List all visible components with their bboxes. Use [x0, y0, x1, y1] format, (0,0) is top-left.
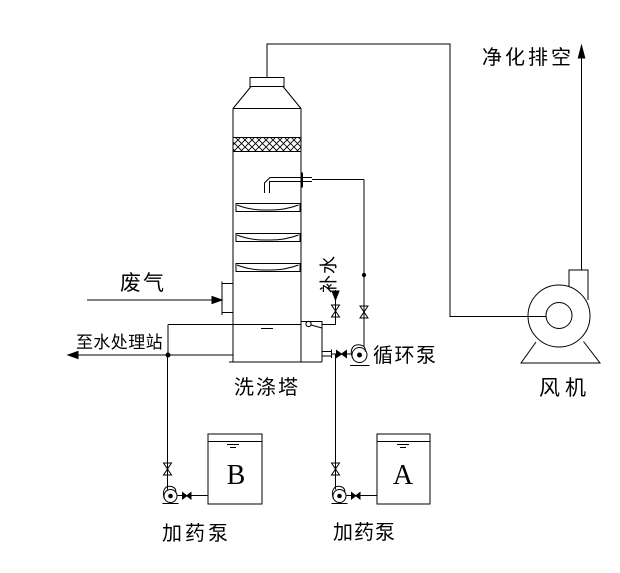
tank-b — [207, 433, 263, 505]
tank-a-letter: A — [393, 460, 414, 491]
tank-level-mark — [227, 444, 239, 448]
label-to-water-treatment: 至水处理站 — [76, 333, 163, 352]
check-valve-icon — [351, 491, 361, 501]
packing-demister — [232, 137, 302, 152]
label-waste-gas: 废气 — [120, 271, 166, 295]
label-makeup-water: 补水 — [319, 255, 339, 293]
pump-volute — [350, 344, 366, 359]
valve-icon — [330, 304, 341, 318]
label-clean-exhaust: 净化排空 — [482, 46, 574, 69]
fan-stand — [520, 341, 602, 364]
tank-b-letter: B — [227, 460, 246, 491]
down-arrow-icon — [331, 290, 340, 302]
label-scrubber-tower: 洗涤塔 — [234, 376, 300, 399]
fan-exhaust-stack — [577, 43, 586, 270]
left-arrow-icon — [66, 350, 79, 360]
label-fan: 风机 — [539, 376, 591, 400]
spray-tray — [235, 233, 301, 242]
waste-gas-inlet — [87, 281, 233, 315]
up-arrow-icon — [577, 43, 586, 59]
tank-level-mark — [397, 444, 409, 448]
tower-cone — [232, 86, 302, 109]
spray-tray — [235, 203, 301, 212]
spray-header — [264, 172, 364, 193]
inlet-flange — [221, 281, 233, 315]
label-circulation-pump: 循环泵 — [373, 344, 438, 367]
check-valve-icon — [182, 491, 192, 501]
fan-volute — [527, 284, 591, 348]
label-dosing-pump-right: 加药泵 — [333, 521, 396, 544]
tower-top-cap — [249, 77, 285, 87]
valve-icon — [330, 462, 341, 476]
dosing-pump-b — [162, 355, 208, 504]
tower-to-fan-pipe — [266, 43, 546, 317]
spray-tray — [235, 263, 301, 272]
float-valve-icon — [305, 320, 312, 328]
right-arrow-icon — [211, 295, 224, 305]
scrubber-tower — [168, 77, 322, 363]
circulation-riser — [359, 179, 369, 347]
fan-outlet-duct — [568, 269, 589, 300]
tank-a — [376, 433, 431, 505]
check-valve-icon — [336, 349, 347, 359]
centrifugal-fan — [520, 269, 602, 364]
pump-volute — [331, 485, 346, 500]
dosing-pump-a — [330, 354, 377, 504]
pump-volute — [162, 485, 177, 500]
fan-inlet-eye — [545, 302, 573, 329]
circulation-pump — [322, 344, 370, 366]
label-dosing-pump-left: 加药泵 — [162, 522, 231, 545]
valve-icon — [359, 305, 369, 319]
valve-icon — [162, 462, 173, 476]
drain-seal-box — [66, 324, 233, 360]
makeup-water-line — [322, 290, 341, 325]
suction-box — [301, 320, 323, 362]
